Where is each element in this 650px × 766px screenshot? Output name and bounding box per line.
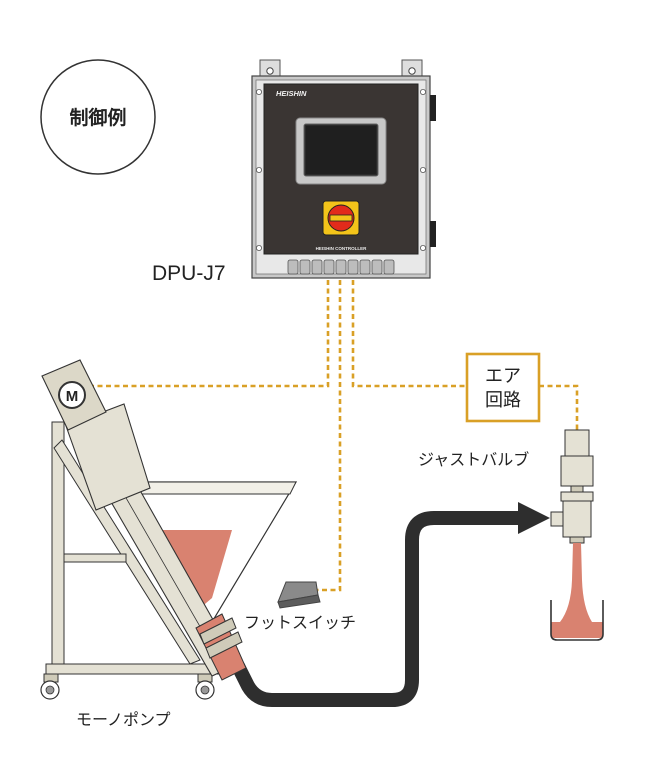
motor-letter: M	[66, 388, 79, 405]
signal-line-air	[351, 280, 467, 388]
touch-screen	[295, 117, 387, 185]
controller-unit: HEISHIN HEISHIN CONTROLLER	[251, 59, 436, 279]
air-circuit-label-2: 回路	[485, 390, 521, 411]
controller-brand: HEISHIN	[276, 89, 307, 98]
pump-body	[95, 461, 247, 681]
just-valve	[550, 429, 594, 544]
mohno-pump: M	[40, 359, 298, 700]
emergency-switch	[322, 200, 360, 236]
dispense-cup	[550, 543, 604, 641]
controller-panel-caption: HEISHIN CONTROLLER	[316, 246, 368, 251]
air-circuit-box: エア 回路	[465, 352, 541, 423]
signal-lines	[92, 280, 579, 592]
motor: M	[41, 359, 107, 431]
caster-wheels	[40, 673, 215, 700]
signal-line-motor	[92, 280, 330, 388]
cable-glands	[287, 259, 395, 275]
badge-text: 制御例	[69, 106, 126, 129]
foot-switch-label: フットスイッチ	[244, 613, 356, 632]
controller-model-label: DPU-J7	[152, 262, 226, 285]
control-example-badge: 制御例	[40, 59, 156, 175]
flow-arrow-icon	[518, 502, 550, 534]
foot-switch	[277, 581, 321, 609]
signal-line-foot-switch	[316, 280, 342, 592]
signal-line-air-to-valve	[539, 384, 579, 432]
pump-label: モーノポンプ	[76, 710, 171, 729]
transfer-hose	[231, 502, 550, 707]
air-circuit-label-1: エア	[485, 366, 521, 387]
valve-label: ジャストバルブ	[418, 450, 529, 469]
